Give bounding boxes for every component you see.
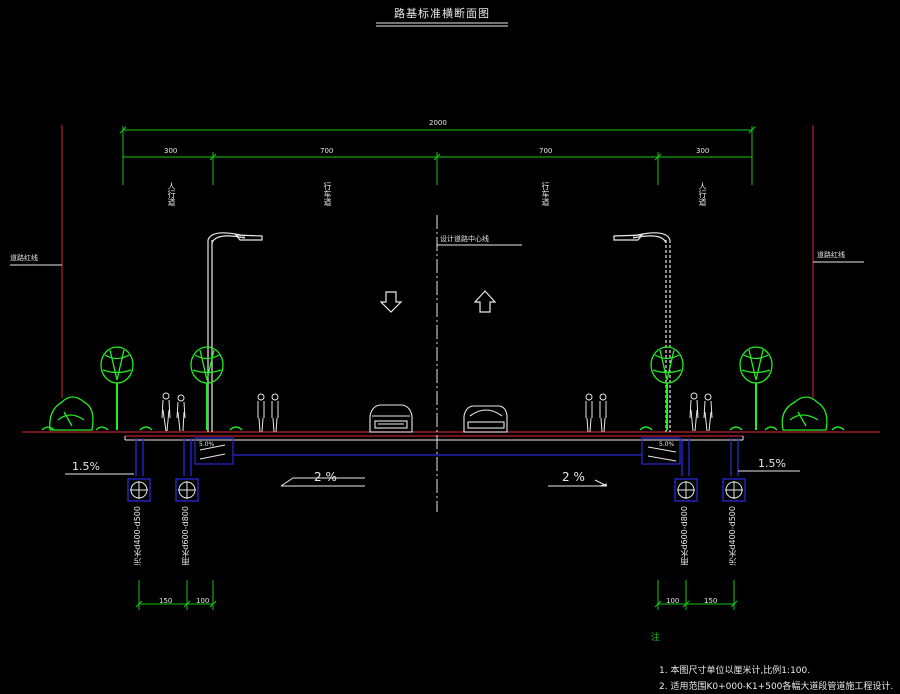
dim-left-walk: 300 — [164, 147, 178, 155]
up-arrow-icon — [473, 290, 497, 313]
slope-right-road: 2 % — [562, 470, 585, 484]
dim-right-walk: 300 — [696, 147, 710, 155]
dim-right-p2: 150 — [704, 597, 718, 605]
pipe-risers — [135, 438, 739, 476]
red-lines — [22, 125, 880, 437]
slope-arrows — [65, 444, 800, 487]
street-lamp-left — [207, 232, 263, 432]
slope-right-small: 5.0% — [659, 441, 675, 448]
trees — [41, 346, 845, 431]
slope-right-outer: 1.5% — [758, 457, 786, 470]
pipe-label-left-2: 雨水d600-d800 — [181, 506, 190, 566]
note-marker: 注 — [651, 631, 660, 643]
curb-boxes — [194, 437, 681, 465]
pipe-label-left-1: 污水d400-d500 — [133, 506, 142, 566]
grass-right — [639, 426, 845, 431]
right-walk-label: 人行道 — [698, 182, 707, 206]
tree-right-1 — [650, 346, 684, 430]
dim-right-lane: 700 — [539, 147, 553, 155]
redline-leaders — [10, 261, 864, 266]
slope-left-road: 2 % — [314, 470, 337, 484]
grass-left — [41, 426, 243, 431]
direction-arrows — [379, 290, 497, 313]
right-lane-label: 行车道 — [541, 182, 550, 206]
slope-left-small: 5.0% — [199, 441, 215, 448]
road-surface — [124, 436, 744, 441]
pipe-label-right-1: 雨水d600-d800 — [680, 506, 689, 566]
center-line-label: 设计道路中心线 — [440, 235, 489, 243]
bottom-dimension-lines — [135, 580, 738, 610]
dim-total: 2000 — [429, 119, 447, 127]
top-dimension-lines — [119, 126, 756, 185]
left-walk-label: 人行道 — [167, 182, 176, 206]
dim-left-p1: 150 — [159, 597, 173, 605]
tree-right-2 — [739, 346, 773, 430]
tree-left-1 — [100, 346, 134, 430]
car-right-icon — [463, 405, 508, 433]
dim-left-p2: 100 — [196, 597, 210, 605]
drawing-title: 路基标准横断面图 — [394, 7, 490, 20]
right-red-line-label: 道路红线 — [817, 251, 845, 259]
shrub-right — [781, 396, 828, 431]
down-arrow-icon — [379, 291, 403, 313]
pedestrians — [161, 392, 713, 433]
slope-left-outer: 1.5% — [72, 460, 100, 473]
left-red-line-label: 道路红线 — [10, 254, 38, 262]
note-line-1: 1. 本图尺寸单位以厘米计,比例1:100. — [659, 666, 811, 676]
pipe-label-right-2: 污水d400-d500 — [728, 506, 737, 566]
note-line-2: 2. 适用范围K0+000-K1+500各幅大道段管道施工程设计. — [659, 682, 894, 692]
dim-right-p1: 100 — [666, 597, 680, 605]
street-lamp-right — [613, 232, 671, 432]
shrub-left — [49, 396, 94, 431]
car-left-icon — [369, 404, 413, 433]
pipe-symbols — [127, 478, 746, 502]
left-lane-label: 行车道 — [323, 182, 332, 206]
tree-left-2 — [190, 346, 224, 430]
dim-left-lane: 700 — [320, 147, 334, 155]
